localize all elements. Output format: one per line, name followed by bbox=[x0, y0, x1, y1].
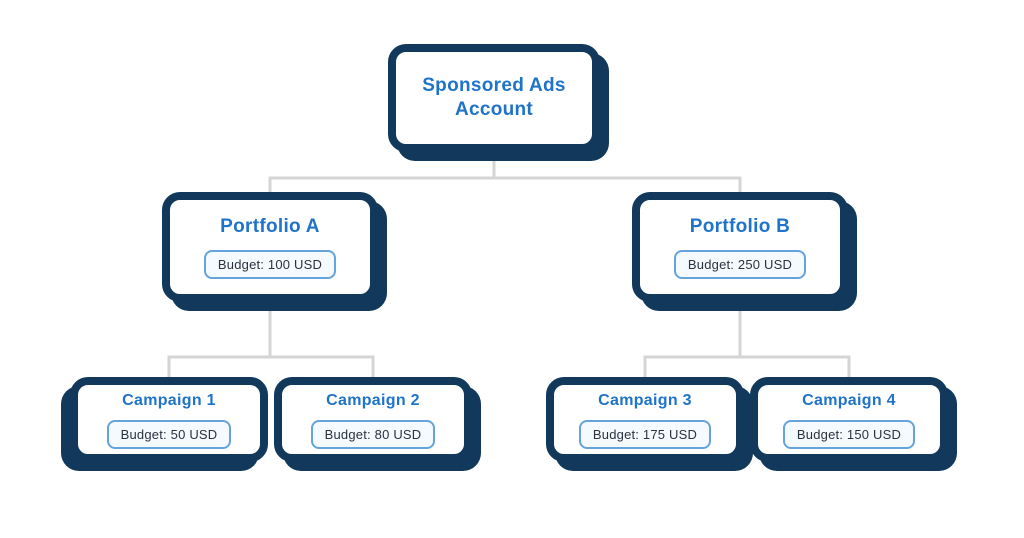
account-title: Sponsored Ads Account bbox=[422, 75, 566, 120]
campaign-1-title: Campaign 1 bbox=[122, 391, 216, 409]
portfolio-b-title: Portfolio B bbox=[689, 215, 791, 237]
campaign-3-budget-badge: Budget: 175 USD bbox=[578, 419, 712, 449]
node-campaign-4: Campaign 4 Budget: 150 USD bbox=[750, 377, 948, 462]
node-campaign-2: Campaign 2 Budget: 80 USD bbox=[274, 377, 472, 462]
node-campaign-1: Campaign 1 Budget: 50 USD bbox=[70, 377, 268, 462]
portfolio-a-title: Portfolio A bbox=[220, 215, 320, 237]
campaign-4-title: Campaign 4 bbox=[802, 391, 896, 409]
node-portfolio-b: Portfolio B Budget: 250 USD bbox=[632, 192, 848, 302]
campaign-4-budget-badge: Budget: 150 USD bbox=[782, 419, 916, 449]
portfolio-a-budget-badge: Budget: 100 USD bbox=[203, 250, 337, 280]
campaign-2-budget-badge: Budget: 80 USD bbox=[310, 419, 436, 449]
node-portfolio-a: Portfolio A Budget: 100 USD bbox=[162, 192, 378, 302]
node-campaign-3: Campaign 3 Budget: 175 USD bbox=[546, 377, 744, 462]
campaign-2-title: Campaign 2 bbox=[326, 391, 420, 409]
connector-portfolio-b-to-campaigns bbox=[643, 300, 851, 381]
portfolio-b-budget-badge: Budget: 250 USD bbox=[673, 250, 807, 280]
campaign-3-title: Campaign 3 bbox=[598, 391, 692, 409]
node-sponsored-ads-account: Sponsored Ads Account bbox=[388, 44, 600, 152]
connector-account-to-portfolios bbox=[268, 148, 742, 196]
campaign-1-budget-badge: Budget: 50 USD bbox=[106, 419, 232, 449]
connector-portfolio-a-to-campaigns bbox=[167, 300, 375, 381]
